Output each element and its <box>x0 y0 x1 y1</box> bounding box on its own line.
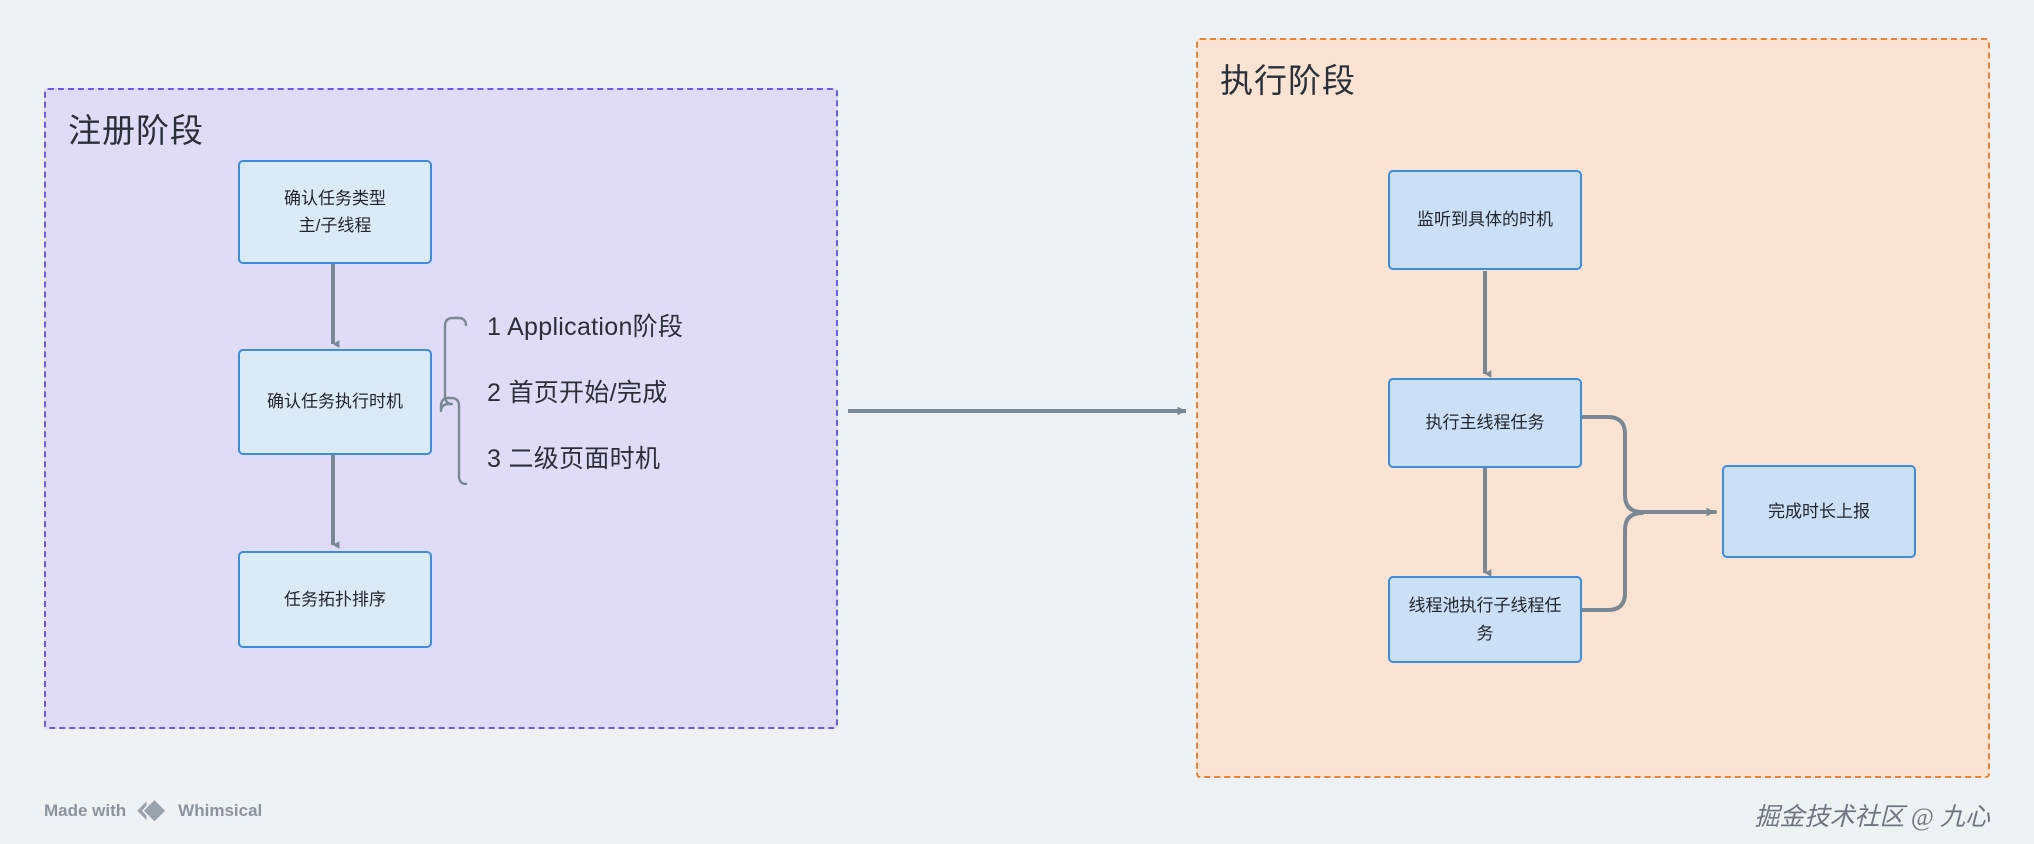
node-threadpool-sub-thread-label: 线程池执行子线程任务 <box>1408 596 1562 643</box>
node-exec-main-thread[interactable]: 执行主线程任务 <box>1388 378 1582 468</box>
phase-container-register[interactable]: 注册阶段 <box>44 88 838 729</box>
node-topo-sort[interactable]: 任务拓扑排序 <box>238 551 432 648</box>
node-confirm-task-type[interactable]: 确认任务类型 主/子线程 <box>238 160 432 264</box>
made-with-label: Made with <box>44 801 127 820</box>
node-report-duration-label: 完成时长上报 <box>1768 501 1870 521</box>
node-listen-timing[interactable]: 监听到具体的时机 <box>1388 170 1582 270</box>
author-attribution: 掘金技术社区 @ 九心 <box>1754 804 1991 831</box>
node-threadpool-sub-thread[interactable]: 线程池执行子线程任务 <box>1388 576 1582 663</box>
phase-title-register: 注册阶段 <box>68 112 204 149</box>
whimsical-brand-label: Whimsical <box>178 801 263 820</box>
node-exec-main-thread-label: 执行主线程任务 <box>1425 413 1545 433</box>
node-listen-timing-label: 监听到具体的时机 <box>1417 210 1553 230</box>
node-topo-sort-label: 任务拓扑排序 <box>284 589 386 609</box>
node-confirm-timing-label: 确认任务执行时机 <box>267 392 403 412</box>
phase-title-execute: 执行阶段 <box>1220 62 1356 99</box>
phase-container-execute[interactable]: 执行阶段 <box>1196 38 1990 778</box>
list-item: 2 首页开始/完成 <box>487 379 668 407</box>
timing-options-list: 1 Application阶段 2 首页开始/完成 3 二级页面时机 <box>487 315 683 472</box>
whimsical-diamond-icon <box>135 800 169 822</box>
whimsical-watermark[interactable]: Made with Whimsical <box>44 800 262 822</box>
list-item: 3 二级页面时机 <box>487 445 661 473</box>
list-item: 1 Application阶段 <box>487 313 684 341</box>
node-report-duration[interactable]: 完成时长上报 <box>1722 465 1916 558</box>
node-confirm-timing[interactable]: 确认任务执行时机 <box>238 349 432 455</box>
node-confirm-task-type-label: 确认任务类型 主/子线程 <box>284 188 386 235</box>
